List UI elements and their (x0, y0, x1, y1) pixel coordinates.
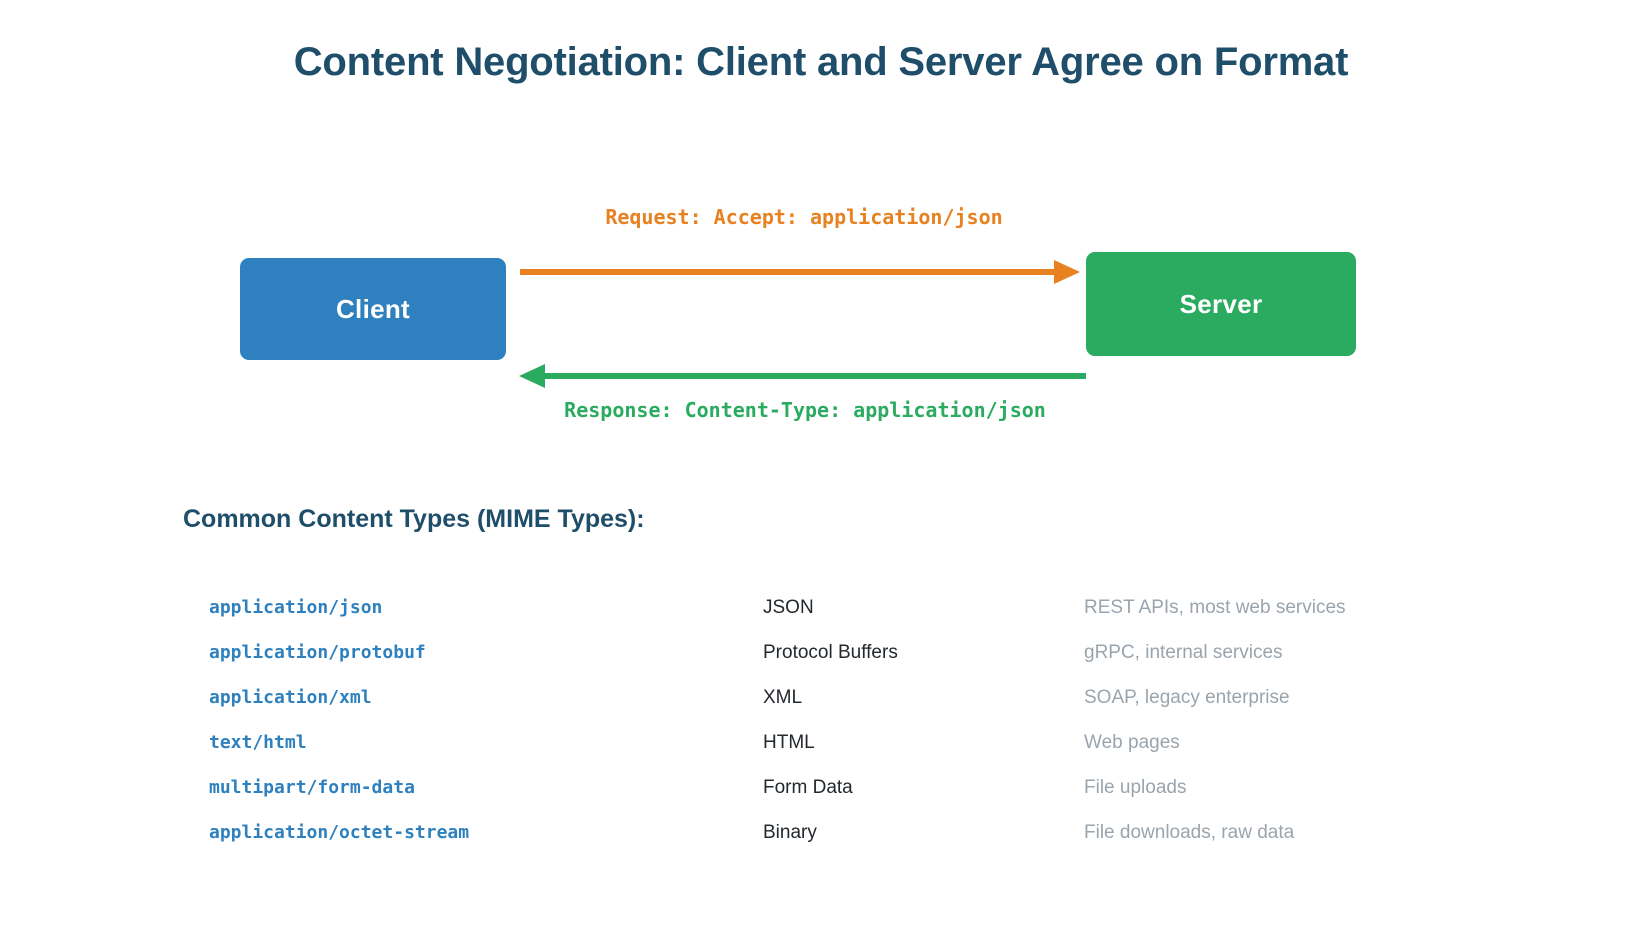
mime-usage-value: File uploads (1084, 777, 1187, 798)
mime-name-value: Protocol Buffers (763, 642, 898, 663)
response-arrow-label: Response: Content-Type: application/json (564, 398, 1046, 422)
mime-type-value: application/protobuf (209, 642, 426, 663)
mime-type-value: text/html (209, 732, 307, 753)
mime-type-value: multipart/form-data (209, 777, 415, 798)
table-row: application/xml XML SOAP, legacy enterpr… (209, 675, 1539, 720)
client-node: Client (240, 258, 506, 360)
mime-usage-value: SOAP, legacy enterprise (1084, 687, 1290, 708)
server-node-label: Server (1179, 288, 1263, 319)
mime-name-value: Form Data (763, 777, 853, 798)
mime-type-value: application/octet-stream (209, 822, 470, 843)
client-node-label: Client (335, 293, 411, 324)
mime-section-heading: Common Content Types (MIME Types): (183, 505, 645, 533)
table-row: application/octet-stream Binary File dow… (209, 810, 1539, 855)
mime-usage-value: REST APIs, most web services (1084, 597, 1346, 618)
mime-usage-value: gRPC, internal services (1084, 642, 1283, 663)
mime-name-value: JSON (763, 597, 814, 618)
mime-name-value: XML (763, 687, 803, 708)
sequence-diagram: Request: Accept: application/json Client… (0, 0, 1642, 440)
request-arrow-label: Request: Accept: application/json (605, 205, 1003, 229)
response-arrow (519, 364, 1086, 388)
mime-usage-value: File downloads, raw data (1084, 822, 1295, 843)
server-node: Server (1086, 252, 1356, 356)
mime-types-table: application/json JSON REST APIs, most we… (209, 585, 1539, 855)
mime-name-value: HTML (763, 732, 815, 753)
arrows-layer (519, 260, 1086, 388)
table-row: application/protobuf Protocol Buffers gR… (209, 630, 1539, 675)
mime-type-value: application/xml (209, 687, 372, 708)
table-row: multipart/form-data Form Data File uploa… (209, 765, 1539, 810)
page-title: Content Negotiation: Client and Server A… (293, 40, 1349, 84)
table-row: text/html HTML Web pages (209, 720, 1539, 765)
table-row: application/json JSON REST APIs, most we… (209, 585, 1539, 630)
mime-usage-value: Web pages (1084, 732, 1180, 753)
mime-name-value: Binary (763, 822, 817, 843)
request-arrow (520, 260, 1080, 284)
mime-type-value: application/json (209, 597, 383, 618)
